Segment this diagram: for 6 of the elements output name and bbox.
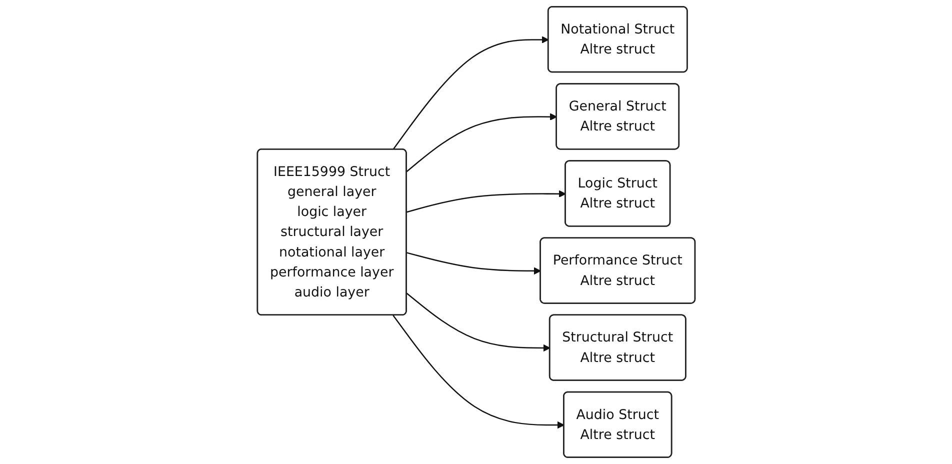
arrow [406,113,557,172]
arrow [392,36,549,150]
arrow [392,314,564,429]
arrow [406,252,541,275]
arrow [406,190,566,213]
arrow [406,292,550,352]
